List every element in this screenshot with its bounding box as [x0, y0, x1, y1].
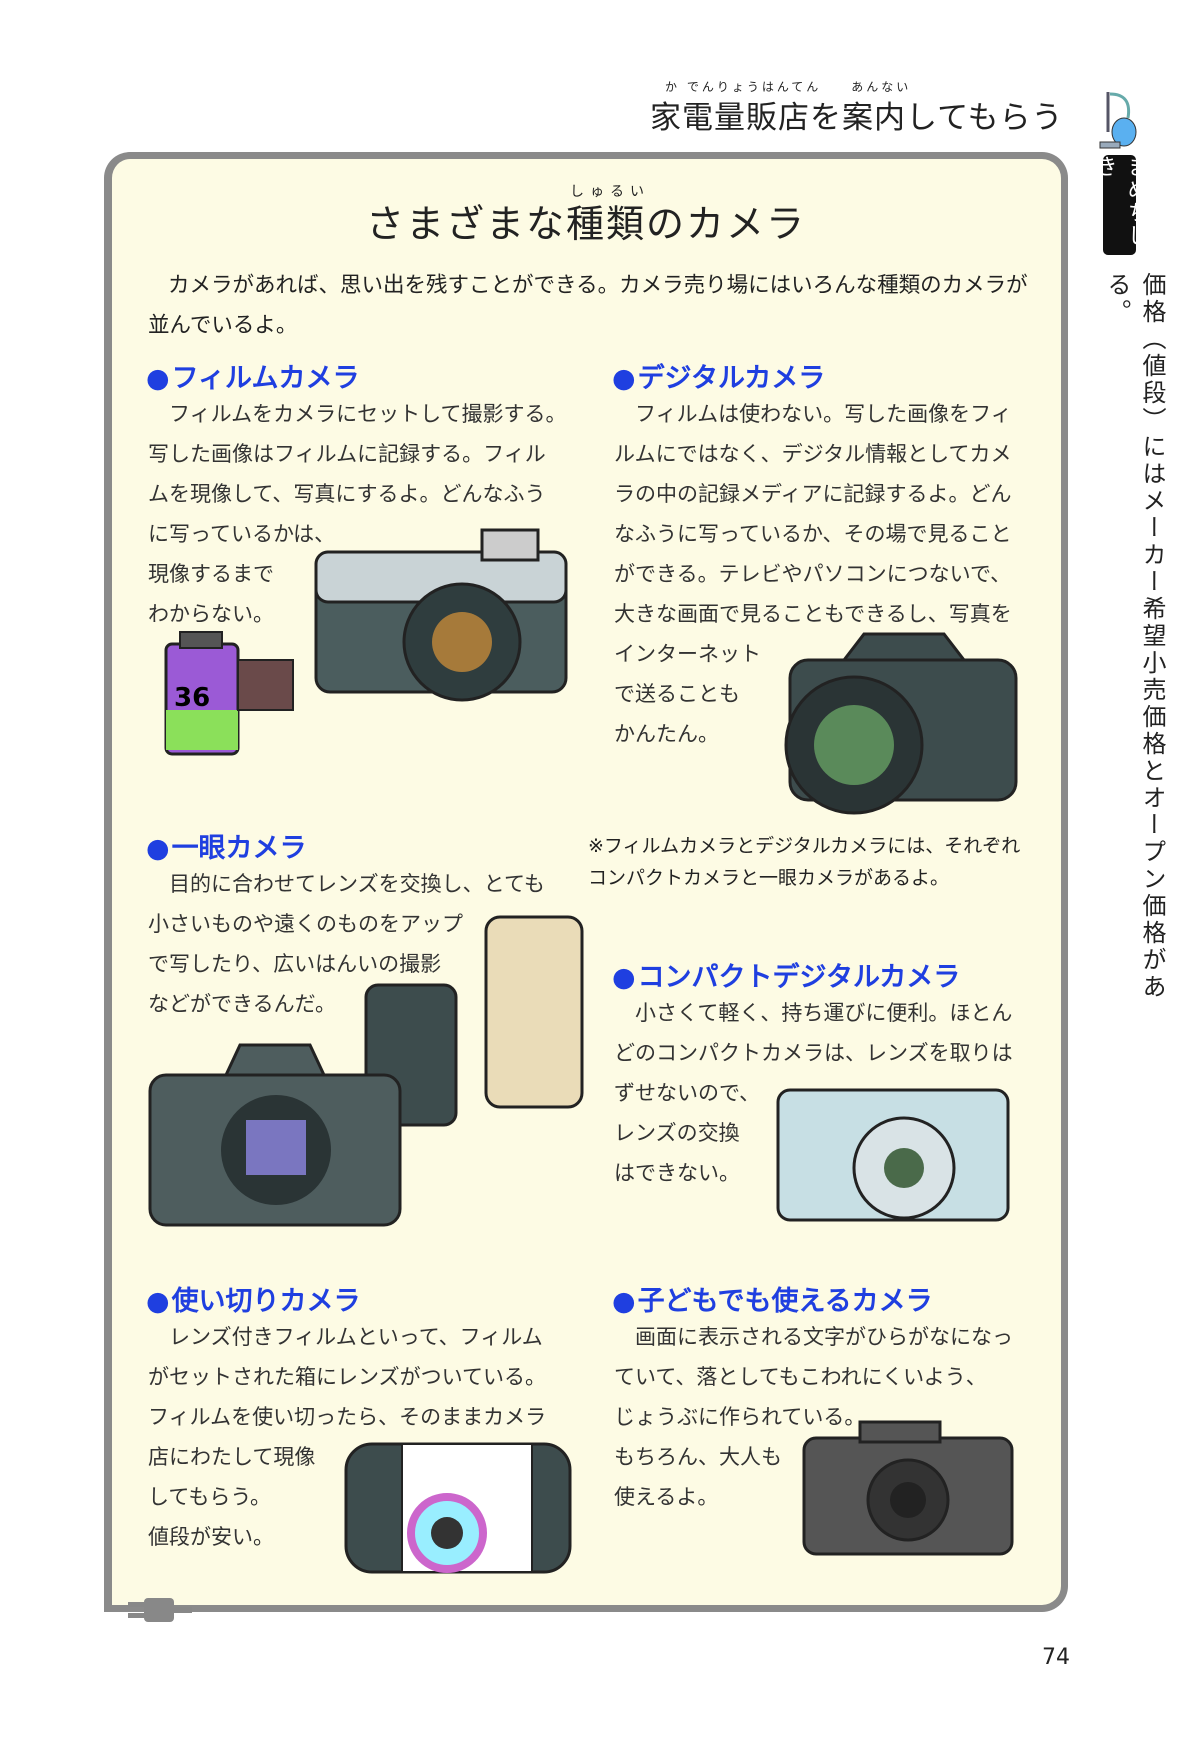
note-text: ※フィルムカメラとデジタルカメラには、それぞれ コンパクトカメラと一眼カメラがあ…	[588, 835, 1021, 889]
heading-compact-camera: コンパクトデジタルカメラ	[612, 955, 961, 994]
trivia-text: 価格（値段）にはメーカー希望小売価格とオープン価格がある。	[1103, 272, 1166, 1001]
heading-disposable-camera: 使い切りカメラ	[146, 1279, 361, 1318]
text-digital-camera: フィルムは使わない。写した画像をフィ ルムにではなく、デジタル情報としてカメ ラ…	[614, 402, 1012, 746]
text-slr-camera: 目的に合わせてレンズを交換し、とても 小さいものや遠くのものをアップ で写したり…	[148, 872, 545, 1016]
film-camera-image	[314, 528, 568, 702]
heading-film-camera: フィルムカメラ	[146, 356, 360, 395]
film-roll-label: 36	[174, 683, 210, 713]
chapter-title: 家電量販店を案内してもらう	[650, 100, 1064, 136]
page-number: 74	[1042, 1645, 1070, 1670]
trivia-tab: まめちしき	[1092, 155, 1149, 255]
text-film-camera: フィルムをカメラにセットして撮影する。 写した画像はフィルムに記録する。フィル …	[148, 402, 567, 626]
heading-slr-camera: 一眼カメラ	[146, 826, 307, 865]
page-title: さまざまな種類のカメラ	[365, 202, 806, 246]
text-kids-camera: 画面に表示される文字がひらがなになっ ていて、落としてもこわれにくいよう、 じょ…	[614, 1325, 1013, 1509]
plug-icon	[128, 1598, 192, 1622]
heading-digital-camera: デジタルカメラ	[612, 356, 826, 395]
digital-slr-image	[784, 632, 1018, 815]
text-compact-camera: 小さくて軽く、持ち運びに便利。ほとん どのコンパクトカメラは、レンズを取りは ず…	[614, 1001, 1013, 1185]
compact-camera-image	[776, 1088, 1010, 1222]
header-ruby: か でんりょうはんてん あんない	[665, 80, 912, 94]
heading-kids-camera: 子どもでも使えるカメラ	[612, 1279, 933, 1318]
vacuum-icon	[1099, 92, 1137, 149]
title-ruby: しゅるい	[570, 184, 650, 200]
intro-text: カメラがあれば、思い出を残すことができる。カメラ売り場にはいろんな種類のカメラが…	[148, 273, 1028, 338]
text-disposable-camera: レンズ付きフィルムといって、フィルム がセットされた箱にレンズがついている。 フ…	[148, 1325, 547, 1549]
disposable-camera-image	[344, 1442, 572, 1574]
kids-camera-image	[802, 1420, 1014, 1556]
film-roll-image: 36	[164, 631, 294, 756]
interchangeable-lens-camera-image	[148, 915, 584, 1227]
content-panel	[104, 152, 1068, 1612]
